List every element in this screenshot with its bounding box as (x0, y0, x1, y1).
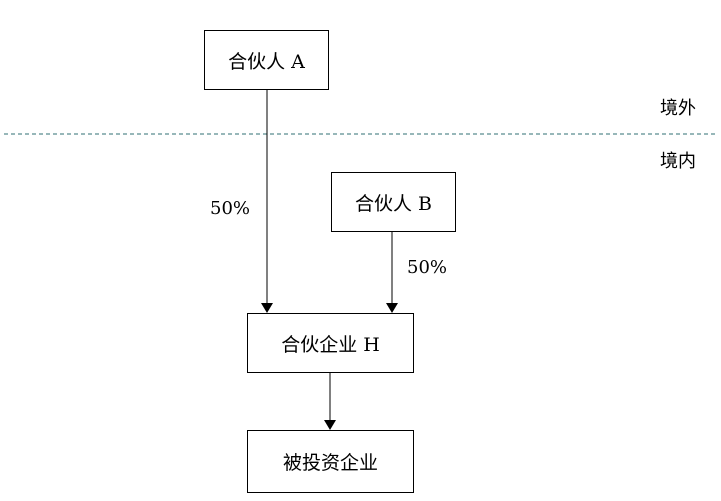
partnership-h-label: 合伙企业 H (281, 333, 380, 356)
partner-a-label: 合伙人 A (228, 50, 305, 73)
investee-box: 被投资企业 (247, 430, 414, 493)
overseas-region-label: 境外 (660, 98, 696, 119)
edge-label-a-to-h: 50% (210, 198, 251, 219)
investee-label: 被投资企业 (282, 452, 378, 474)
edge-label-b-to-h: 50% (407, 257, 448, 278)
partner-b-box: 合伙人 B (331, 172, 456, 232)
domestic-region-label: 境内 (660, 151, 696, 172)
partner-b-label: 合伙人 B (354, 192, 432, 215)
partnership-h-box: 合伙企业 H (247, 313, 414, 373)
partner-a-box: 合伙人 A (204, 30, 329, 90)
